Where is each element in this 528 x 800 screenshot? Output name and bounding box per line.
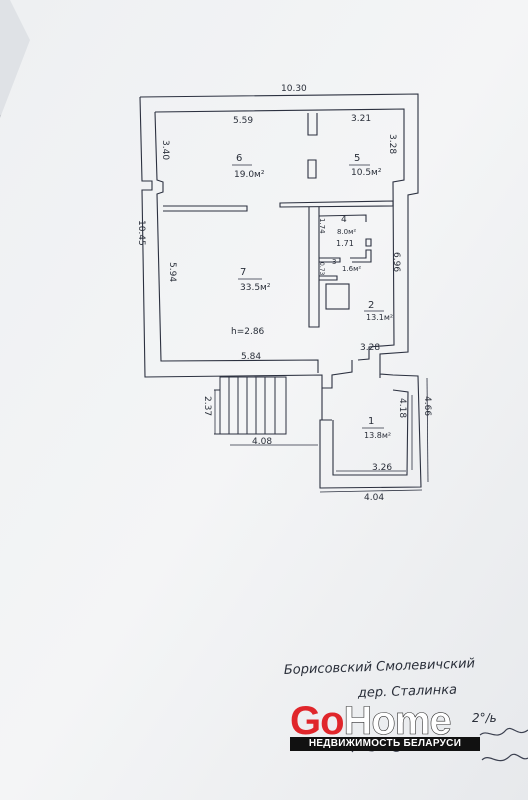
dim-room1-inner-right: 4.18 [397, 398, 407, 418]
stair-outline [219, 376, 287, 435]
room-5-area: 10.5м² [351, 168, 382, 178]
watermark-logo-text: GoHome [290, 701, 452, 742]
partition-room4-top [318, 214, 367, 222]
wall-7-2 [308, 207, 320, 328]
watermark-go: Go [290, 699, 345, 743]
dim-bottom-mid: 3.28 [360, 343, 380, 353]
dim-room1-bottom-inner: 3.26 [372, 463, 392, 473]
signature-scribble-right [479, 727, 528, 736]
dim-room1-outer-right: 4.66 [422, 396, 432, 416]
dim-left-room6: 3.40 [160, 140, 170, 160]
dim-stairs-width: 4.08 [252, 437, 272, 447]
room-1-number: 1 [368, 416, 374, 427]
partition-6-7-right [279, 200, 394, 208]
room-6-number: 6 [236, 153, 242, 164]
room-7-area: 33.5м² [240, 283, 271, 293]
room-3-area: 1.6м² [342, 265, 361, 273]
handwritten-notes: Борисовский Смолевичский дер. Сталинка 2… [284, 656, 497, 725]
plan-walls [139, 93, 422, 489]
dim-line-room1-outer [426, 377, 429, 483]
note-village: дер. Сталинка [357, 683, 458, 701]
room-7-number: 7 [240, 267, 246, 278]
ceiling-height: h=2.86 [231, 327, 265, 337]
room-4-number: 4 [341, 215, 347, 225]
room-1-area: 13.8м² [364, 431, 391, 440]
dim-tiny-vert: 0.73 [318, 262, 325, 276]
gohome-watermark: GoHome НЕДВИЖИМОСТЬ БЕЛАРУСИ [290, 701, 484, 751]
dim-top: 10.30 [281, 84, 307, 94]
dim-top-left-room: 5.59 [233, 116, 253, 126]
room-6-area: 19.0м² [234, 170, 265, 180]
partition-6-5-top [307, 113, 318, 136]
inner-wall-right [154, 108, 405, 361]
room-labels: 6 19.0м² 5 10.5м² 4 8.0м² 3 1.6м² 7 33.5… [231, 153, 393, 440]
chimney-block [325, 283, 350, 310]
note-fragment: 2°/ь [472, 711, 497, 725]
note-district: Борисовский Смолевичский [284, 656, 476, 678]
dim-line-room1-bottom [319, 489, 423, 493]
partition-room3-right [350, 249, 372, 263]
dim-small-vert: 1.74 [318, 218, 326, 234]
signature-scribble-right-2 [481, 753, 528, 762]
staircase [214, 376, 287, 435]
inner-wall-left [154, 111, 319, 373]
dim-small-width: 1.71 [336, 239, 354, 248]
dimension-lines [214, 377, 429, 493]
dim-left-room7: 5.94 [167, 262, 177, 282]
partition-room3-bottom [319, 275, 338, 281]
dimension-labels: 10.30 5.59 3.21 3.40 3.28 10.45 5.94 6.9… [136, 84, 432, 503]
dim-room1-bottom-outer: 4.04 [364, 493, 384, 503]
watermark-home: Home [343, 699, 452, 743]
room-5-number: 5 [354, 153, 360, 164]
partition-room4-mark [365, 238, 372, 247]
outer-wall-left [139, 96, 353, 389]
dim-right-room2: 6.96 [391, 252, 401, 272]
room1-inner-wall [332, 389, 409, 476]
partition-6-5-column [307, 159, 317, 179]
room-3-number: 3 [332, 258, 336, 266]
dim-bottom-left: 5.84 [241, 352, 261, 362]
room-2-area: 13.1м² [366, 313, 393, 322]
dim-stairs-depth: 2.37 [202, 396, 212, 416]
dim-right-room5: 3.28 [387, 134, 397, 154]
watermark-subtitle: НЕДВИЖИМОСТЬ БЕЛАРУСИ [290, 737, 480, 751]
room-4-area: 8.0м² [337, 228, 356, 236]
room-2-number: 2 [368, 300, 374, 311]
dim-left: 10.45 [136, 220, 146, 246]
dim-top-right-room: 3.21 [351, 114, 371, 124]
partition-room3-top [319, 257, 341, 263]
partition-6-7-left [163, 205, 248, 212]
